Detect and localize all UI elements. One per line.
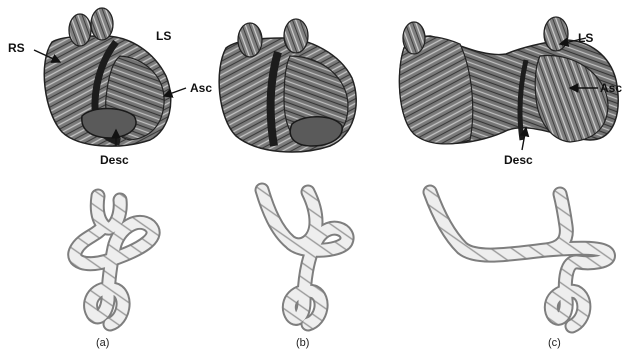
heart-c-vessel-right — [544, 17, 568, 51]
heart-c-vessel-left — [403, 22, 425, 54]
heart-a — [44, 8, 170, 146]
rope-b — [262, 190, 347, 324]
label-rs: RS — [8, 41, 25, 55]
heart-b — [219, 19, 356, 152]
label-asc-c: Asc — [600, 81, 622, 95]
heart-b-vessel-right — [284, 19, 308, 53]
label-asc: Asc — [190, 81, 212, 95]
rope-a — [75, 196, 153, 324]
label-ls: LS — [156, 29, 171, 43]
heart-a-vessel-right — [91, 8, 113, 40]
label-ls-c: LS — [578, 31, 593, 45]
rope-b-strand-fill — [262, 190, 347, 324]
label-desc-c: Desc — [504, 153, 533, 167]
heart-a-apex-loop — [82, 109, 136, 139]
caption-b: (b) — [296, 337, 309, 349]
caption-c: (c) — [548, 337, 561, 349]
caption-a: (a) — [96, 337, 109, 349]
label-desc: Desc — [100, 153, 129, 167]
rope-c — [430, 192, 608, 326]
heart-a-vessel-left — [69, 14, 91, 46]
heart-b-vessel-left — [238, 23, 262, 57]
